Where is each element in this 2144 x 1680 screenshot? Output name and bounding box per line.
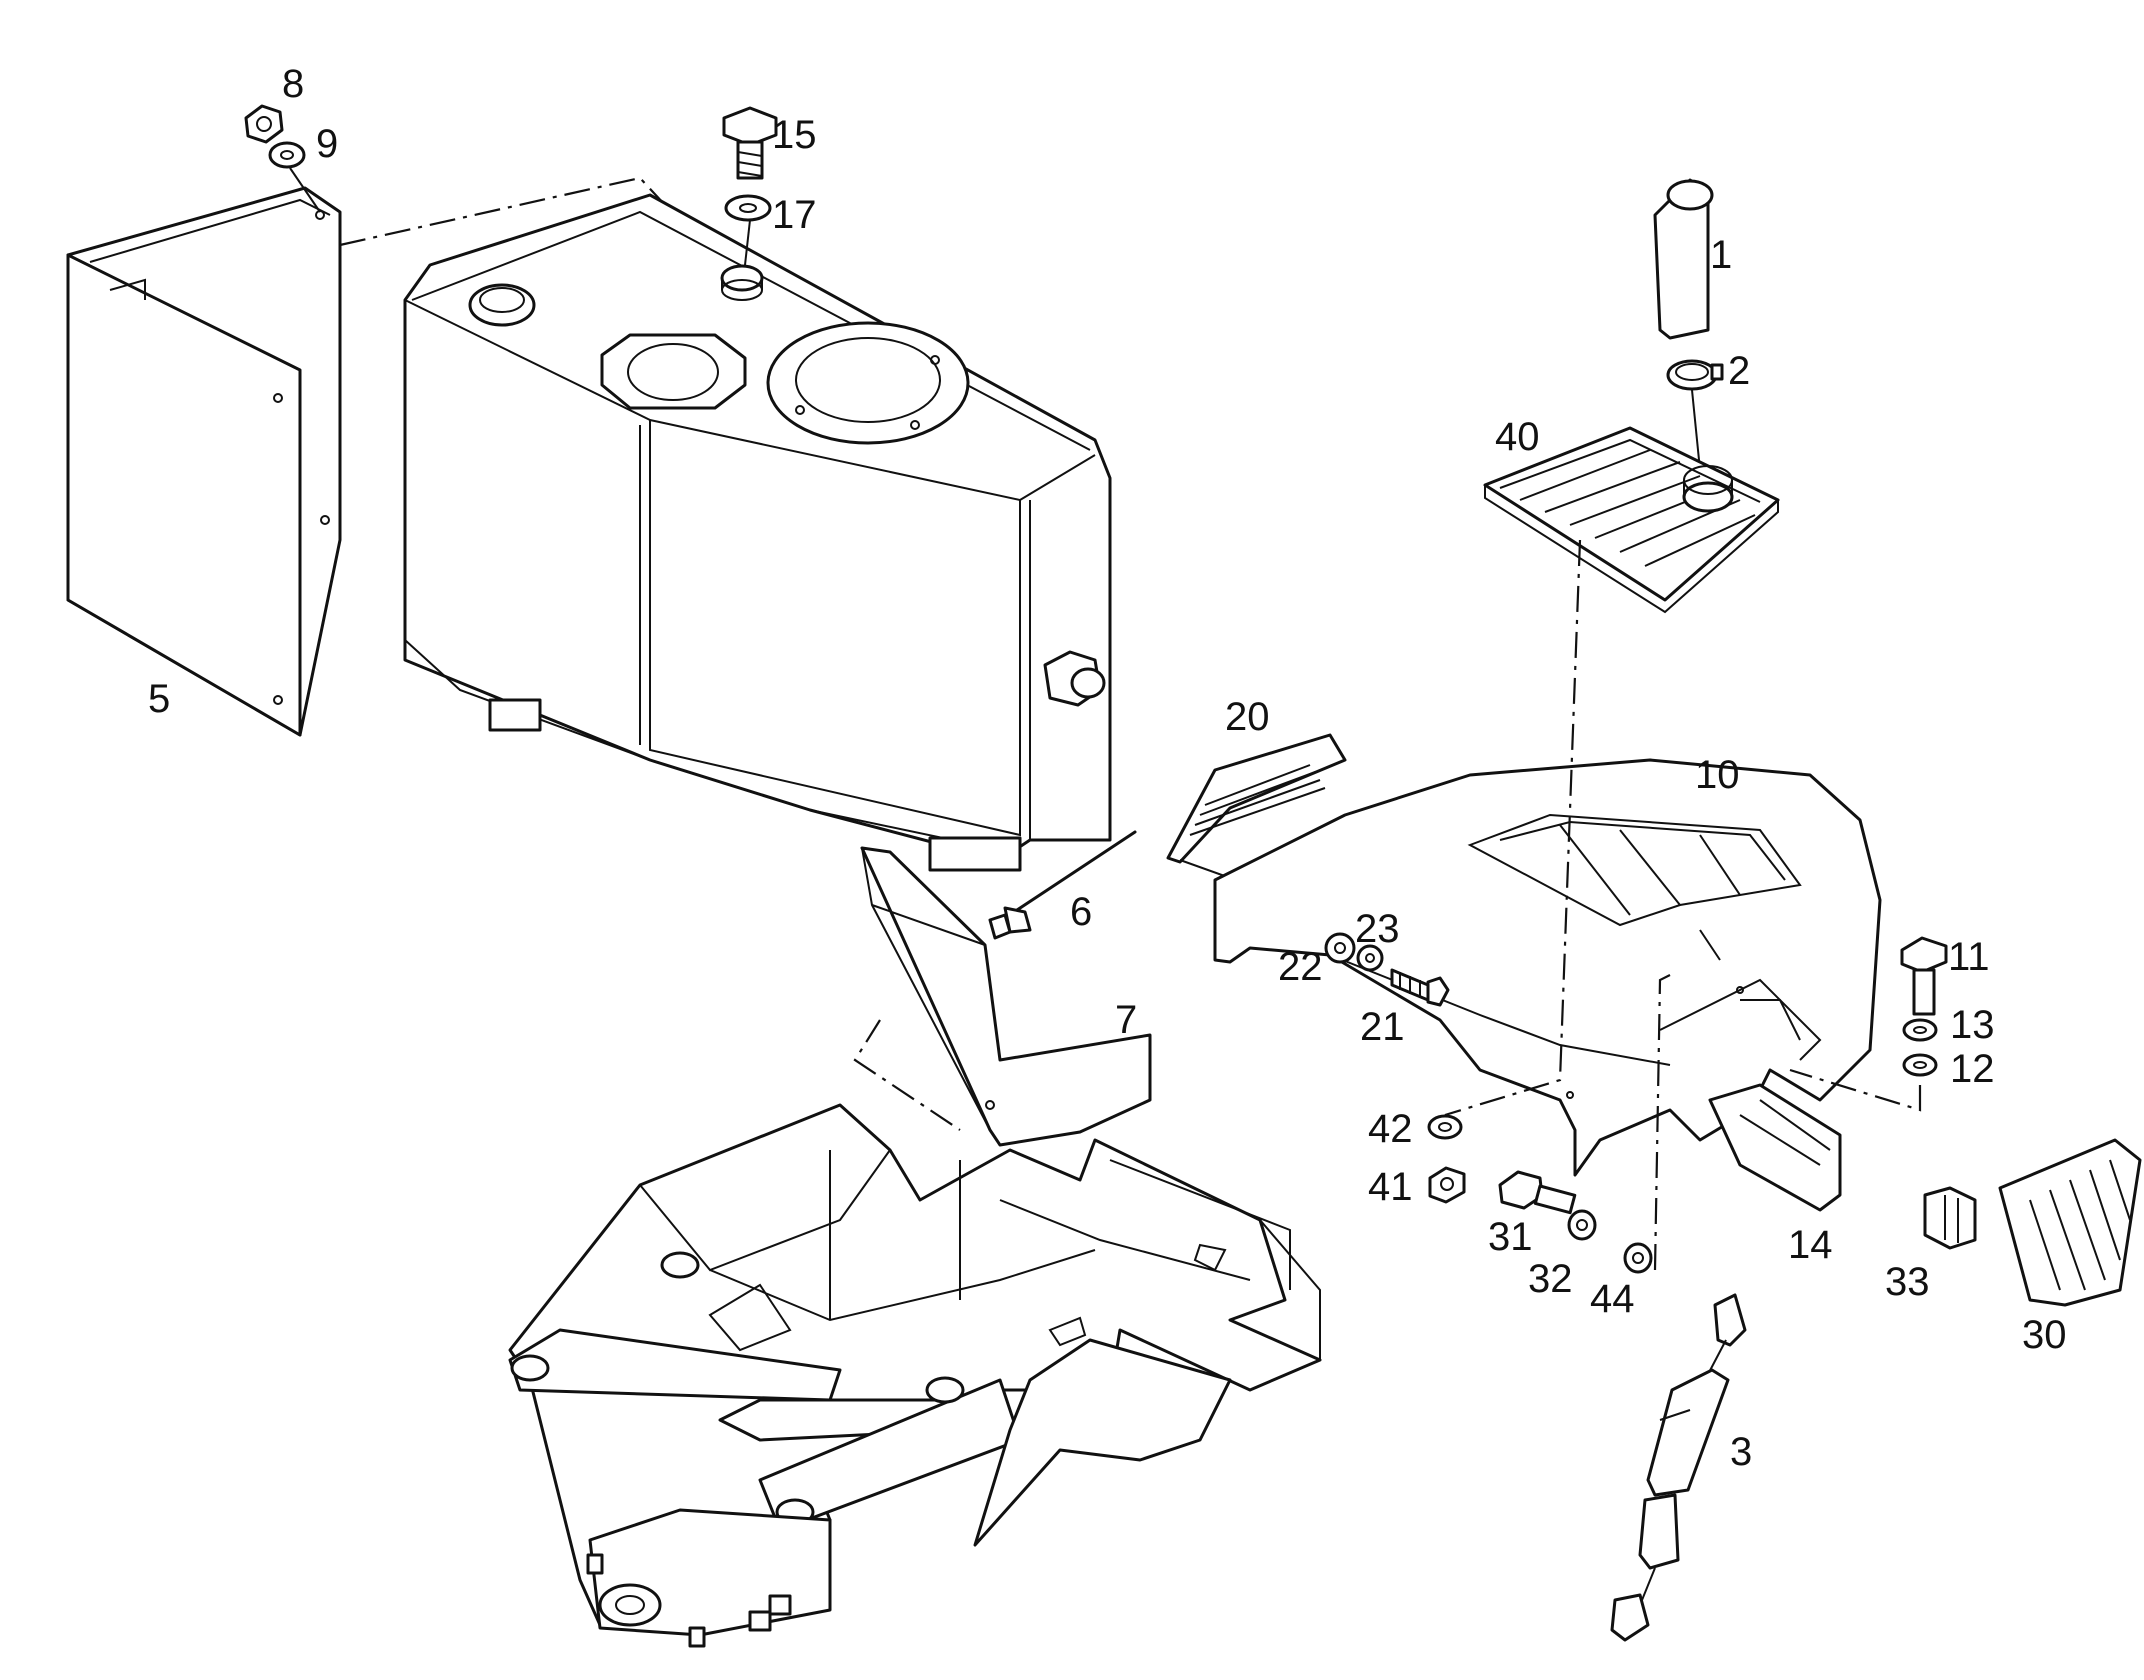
part-30-grille — [1998, 1138, 2142, 1307]
assembly-line-5-tank — [339, 176, 666, 247]
part-31-bolt — [1498, 1170, 1577, 1215]
part-20-vent-grille — [1166, 733, 1347, 864]
label-12: 12 — [1950, 1047, 1995, 1091]
label-3: 3 — [1730, 1430, 1752, 1474]
label-21: 21 — [1360, 1005, 1405, 1049]
assembly-line-40-nut — [1444, 539, 1582, 1117]
callouts: 1 2 3 5 6 7 8 9 10 11 12 13 14 15 17 20 … — [148, 62, 2067, 1474]
part-8-nut — [244, 104, 284, 144]
label-41: 41 — [1368, 1165, 1413, 1209]
label-8: 8 — [282, 62, 304, 106]
label-1: 1 — [1710, 233, 1732, 277]
label-30: 30 — [2022, 1313, 2067, 1357]
label-40: 40 — [1495, 415, 1540, 459]
label-33: 33 — [1885, 1260, 1930, 1304]
part-17-washer — [724, 194, 772, 222]
part-6-pin — [988, 830, 1137, 940]
label-5: 5 — [148, 677, 170, 721]
label-11: 11 — [1948, 935, 1990, 979]
label-32: 32 — [1528, 1257, 1573, 1301]
part-10-hood — [1213, 758, 1882, 1177]
part-1-pipe — [1653, 178, 1714, 340]
label-13: 13 — [1950, 1003, 1995, 1047]
part-3-gas-spring — [1610, 1293, 1747, 1642]
assembly-line-7-frame — [853, 1019, 961, 1131]
label-44: 44 — [1590, 1277, 1635, 1321]
part-21-bolt — [1390, 968, 1450, 1007]
part-2-clamp — [1666, 359, 1724, 391]
label-2: 2 — [1728, 349, 1750, 393]
part-15-bolt — [722, 106, 778, 180]
label-15: 15 — [772, 113, 817, 157]
part-33-clip — [1923, 1186, 1977, 1250]
part-42-washer — [1427, 1114, 1463, 1140]
label-23: 23 — [1355, 907, 1400, 951]
part-13-washer — [1902, 1018, 1938, 1042]
label-10: 10 — [1695, 753, 1740, 797]
part-40-floor-plate — [1483, 426, 1780, 614]
part-23-washer — [1356, 944, 1384, 972]
part-22-washer — [1324, 932, 1356, 964]
label-20: 20 — [1225, 695, 1270, 739]
part-5-side-panel — [66, 186, 342, 737]
part-7-bracket — [860, 846, 1152, 1147]
tank-bushing — [720, 264, 764, 301]
label-7: 7 — [1115, 998, 1137, 1042]
label-6: 6 — [1070, 890, 1092, 934]
main-frame — [508, 1103, 1322, 1648]
part-41-nut — [1428, 1166, 1466, 1204]
part-44-washer — [1623, 1242, 1653, 1274]
label-42: 42 — [1368, 1107, 1413, 1151]
label-17: 17 — [772, 193, 817, 237]
assembly-line-12-hood — [1789, 1068, 1922, 1112]
part-14-strip — [1708, 1083, 1842, 1212]
hydraulic-tank — [403, 193, 1112, 872]
part-11-bolt — [1900, 936, 1948, 1016]
label-14: 14 — [1788, 1223, 1833, 1267]
label-9: 9 — [316, 122, 338, 166]
part-9-washer — [268, 141, 306, 169]
label-22: 22 — [1278, 945, 1323, 989]
part-12-washer — [1902, 1053, 1938, 1077]
part-32-washer — [1567, 1209, 1597, 1241]
label-31: 31 — [1488, 1215, 1533, 1259]
assembly-line-44-hood — [1653, 974, 1671, 1271]
